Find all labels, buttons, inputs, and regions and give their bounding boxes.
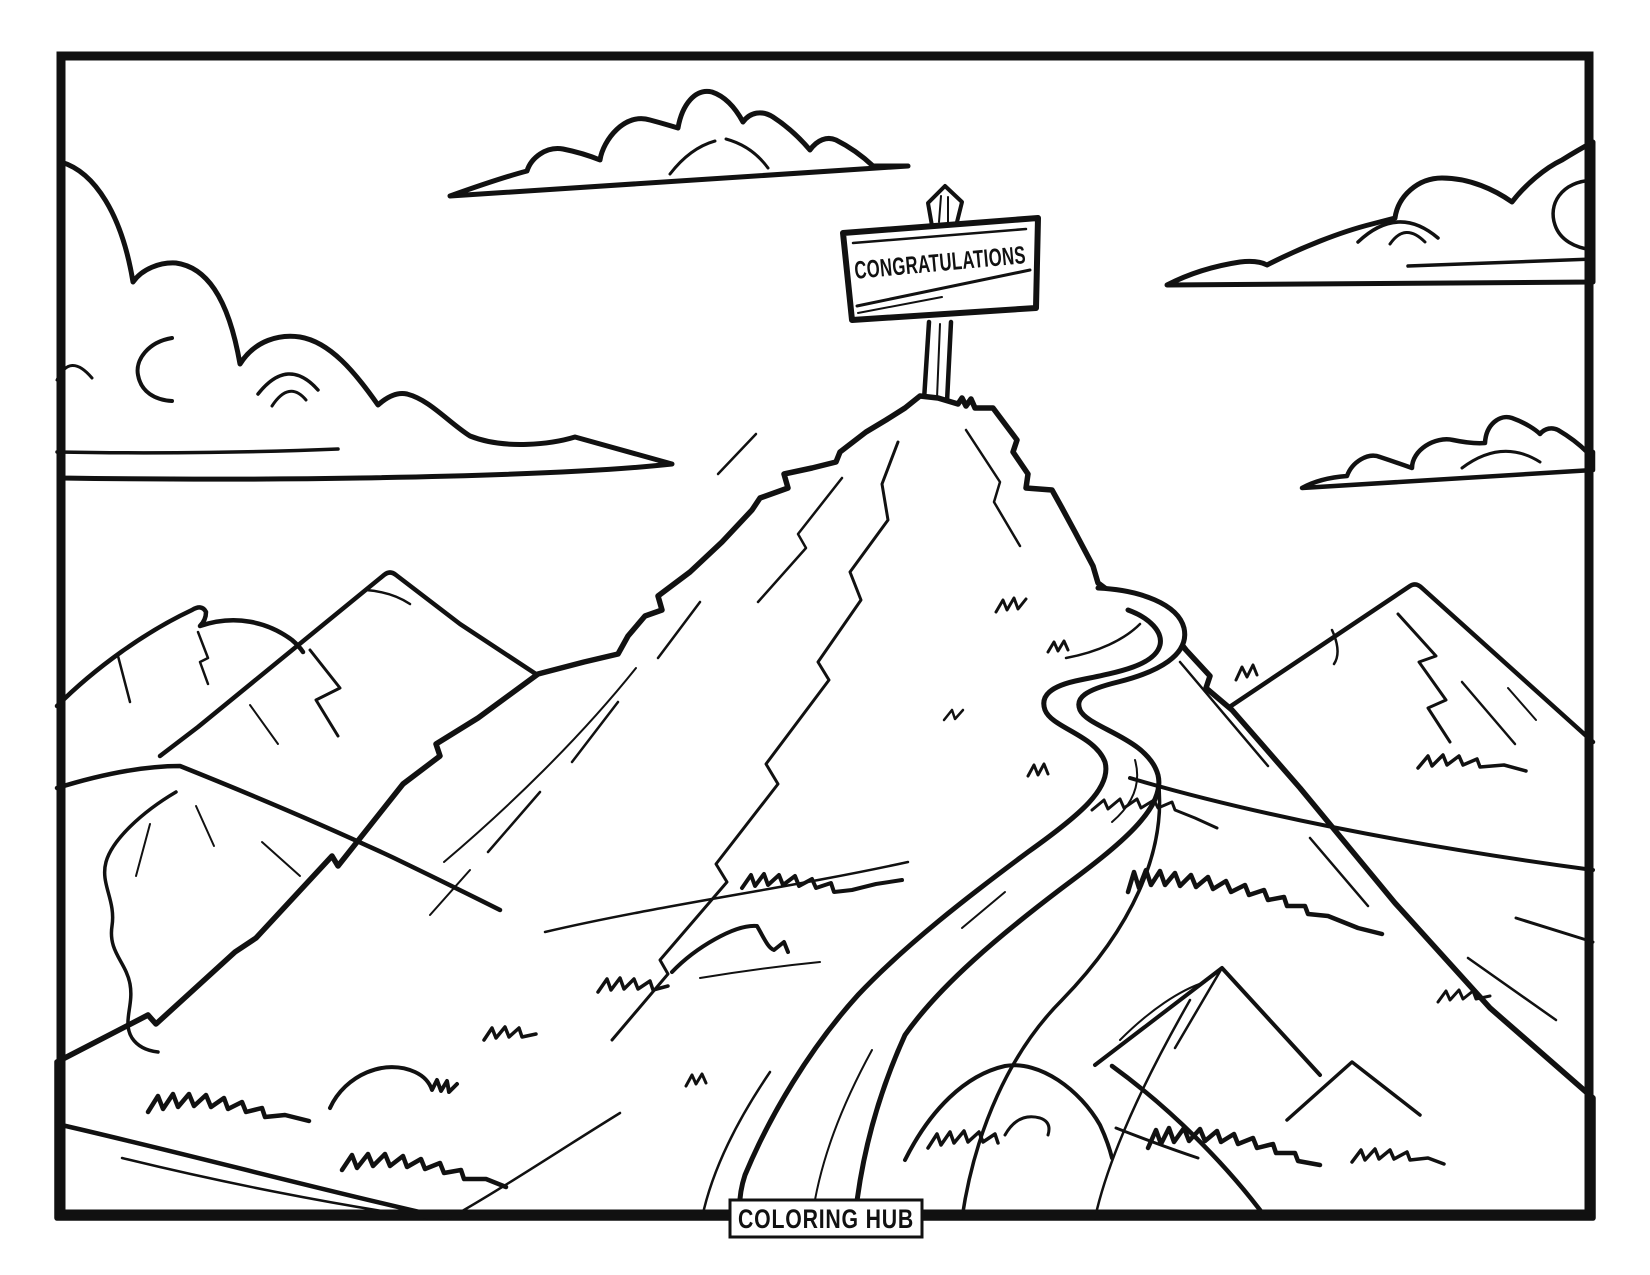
grass-tuft <box>1416 753 1528 773</box>
cloud-inner-arc <box>1356 220 1440 244</box>
grass-tuft <box>1234 663 1259 682</box>
grass-tuft <box>1350 1147 1446 1166</box>
grass-tuft <box>1090 797 1219 830</box>
grass-tuft <box>1046 639 1070 654</box>
winding-path <box>448 585 1192 1221</box>
grass-tufts <box>145 596 1528 1190</box>
path-left-edge <box>737 607 1163 1221</box>
cloud-inner-arc <box>135 336 174 403</box>
grass-tuft <box>482 1025 538 1042</box>
grass-tuft <box>740 872 904 894</box>
mountain-crack <box>1396 612 1452 744</box>
grass-tuft <box>339 1151 509 1190</box>
rock-mound <box>903 1063 1114 1162</box>
mound-slope-line <box>1109 1063 1269 1221</box>
grass-tuft <box>1026 762 1050 778</box>
footer-box <box>728 1198 924 1239</box>
cloud-left <box>55 159 675 482</box>
rock-blob <box>103 790 178 1054</box>
cloud-inner-arc <box>1460 449 1542 470</box>
grass-tuft <box>926 1129 1000 1150</box>
sign-board <box>840 215 1041 323</box>
grass-mound <box>328 1065 459 1110</box>
congratulations-sign: CONGRATULATIONS <box>840 184 1041 405</box>
grass-tuft <box>596 976 670 994</box>
right-foreground <box>543 776 1595 1221</box>
footer-plate: COLORING HUB <box>728 1198 924 1239</box>
signpost-cap <box>926 184 964 228</box>
grass-tuft <box>994 596 1028 614</box>
grass-tuft <box>145 1091 312 1124</box>
left-angular-peak <box>157 570 548 759</box>
grass-tuft <box>1145 1125 1323 1168</box>
left-hills <box>54 570 548 759</box>
grass-tuft <box>684 1072 708 1088</box>
right-mountain-base-ridge <box>1128 776 1595 872</box>
cloud-top-center <box>447 88 911 199</box>
grass-tuft <box>1436 988 1492 1004</box>
signpost <box>921 319 932 403</box>
pointed-mound <box>670 923 790 974</box>
mountain-crack <box>610 440 900 1042</box>
grass-tuft <box>1125 867 1385 937</box>
cloud-small-right <box>1299 414 1596 491</box>
left-foreground-ridge <box>54 763 503 1221</box>
cloud-right <box>1164 139 1596 288</box>
right-mountain <box>1125 582 1596 778</box>
footer-text: COLORING HUB <box>738 1204 914 1234</box>
path-right-edge <box>852 585 1188 1221</box>
small-triangle-rock <box>1285 1060 1422 1122</box>
cloud-inner-arc <box>668 139 717 176</box>
grass-tuft <box>942 708 965 722</box>
